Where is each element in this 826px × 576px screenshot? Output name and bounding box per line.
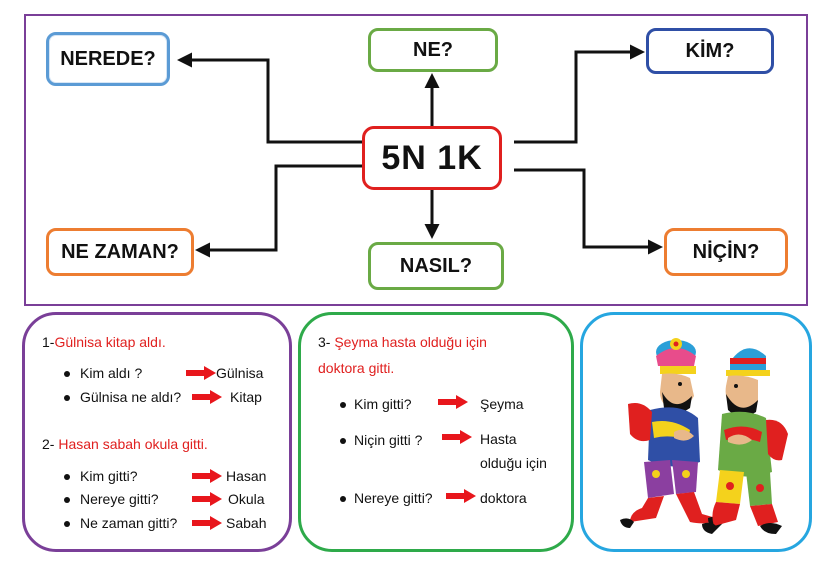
red-arrow-icon	[192, 469, 222, 483]
question-box-ne: NE?	[368, 28, 498, 72]
example2-heading: 2- Hasan sabah okula gitti.	[42, 436, 208, 452]
question-label: KİM?	[685, 39, 735, 62]
example1-question-1: Kim aldı ?	[80, 365, 143, 381]
example2-question-3: Ne zaman gitti?	[80, 515, 178, 531]
arrow-to-nicin	[514, 168, 663, 255]
example2-answer-2: Okula	[228, 491, 265, 507]
question-label: NASIL?	[399, 254, 473, 277]
example3-heading-line2: doktora gitti.	[318, 360, 395, 376]
red-arrow-icon	[442, 430, 472, 444]
question-box-nicin: NİÇİN?	[664, 228, 788, 276]
example-panel-1	[22, 312, 292, 552]
question-box-nerede: NEREDE?	[46, 32, 170, 86]
question-box-kim: KİM?	[646, 28, 774, 74]
example2-question-2: Nereye gitti?	[80, 491, 159, 507]
center-label: 5N 1K	[381, 138, 483, 177]
bullet	[340, 438, 346, 444]
example3-answer-2: Hasta	[480, 431, 517, 447]
question-box-nasil: NASIL?	[368, 242, 504, 290]
red-arrow-icon	[446, 489, 476, 503]
question-label: NİÇİN?	[692, 240, 760, 263]
red-arrow-icon	[192, 492, 222, 506]
bullet	[64, 395, 70, 401]
example3-question-2: Niçin gitti ?	[354, 432, 423, 448]
example3-answer-2-line2: olduğu için	[480, 455, 547, 471]
red-arrow-icon	[192, 390, 222, 404]
bullet	[340, 402, 346, 408]
left-figure	[620, 338, 724, 528]
question-label: NE?	[413, 38, 453, 61]
diagram-frame	[24, 14, 808, 306]
example2-answer-1: Hasan	[226, 468, 267, 484]
example1-heading: 1-Gülnisa kitap aldı.	[42, 334, 166, 350]
example3-answer-3: doktora	[480, 490, 527, 506]
question-label: NEREDE?	[60, 47, 156, 70]
bullet	[64, 521, 70, 527]
right-figure	[702, 348, 788, 534]
red-arrow-icon	[186, 366, 216, 380]
question-box-ne-zaman: NE ZAMAN?	[46, 228, 194, 276]
example1-question-2: Gülnisa ne aldı?	[80, 389, 182, 405]
red-arrow-icon	[438, 395, 468, 409]
bullet	[64, 497, 70, 503]
arrow-to-ne-zaman	[195, 164, 362, 258]
example2-question-1: Kim gitti?	[80, 468, 138, 484]
example3-heading-line1: 3- Şeyma hasta olduğu için	[318, 334, 487, 350]
example2-answer-3: Sabah	[226, 515, 267, 531]
red-arrow-icon	[192, 516, 222, 530]
karagoz-hacivat-figures	[620, 338, 788, 534]
center-box-5n1k: 5N 1K	[362, 126, 502, 190]
example1-answer-1: Gülnisa	[216, 365, 264, 381]
bullet	[64, 371, 70, 377]
example1-answer-2: Kitap	[230, 389, 262, 405]
example3-answer-1: Şeyma	[480, 396, 524, 412]
bullet	[340, 496, 346, 502]
example-panel-2	[298, 312, 574, 552]
bullet	[64, 474, 70, 480]
arrow-to-nerede	[177, 52, 362, 144]
example3-question-3: Nereye gitti?	[354, 490, 433, 506]
question-label: NE ZAMAN?	[61, 240, 179, 263]
arrow-to-kim	[514, 44, 645, 144]
example3-question-1: Kim gitti?	[354, 396, 412, 412]
